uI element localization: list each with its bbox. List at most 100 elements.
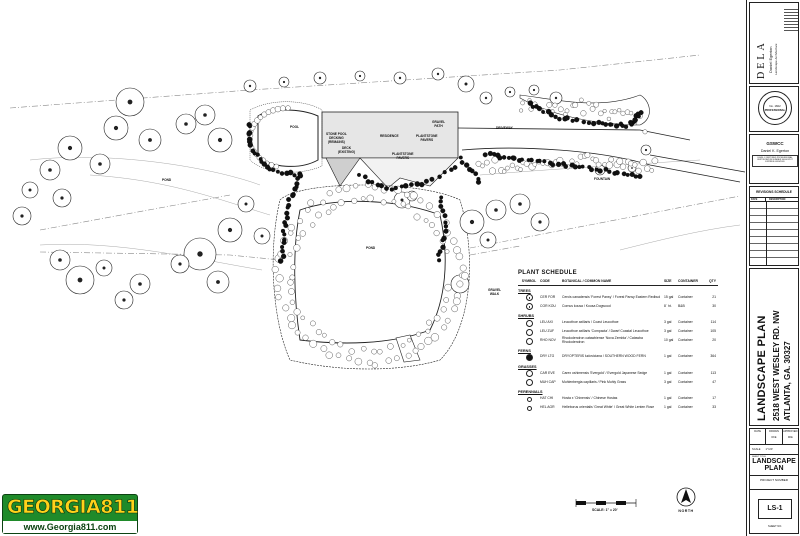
schedule-qty: 47 xyxy=(712,379,716,384)
schedule-code: CAR EVE xyxy=(540,370,555,375)
scale-bar-graphic xyxy=(575,499,637,507)
approved-value: DKE xyxy=(787,436,793,439)
fern xyxy=(282,232,287,237)
revisions-title: REVISIONS SCHEDULE xyxy=(756,190,792,194)
shrub xyxy=(423,218,429,223)
schedule-code: RHO NOV xyxy=(540,338,556,343)
shrub xyxy=(602,108,607,113)
scale-value: 1"=20' xyxy=(765,448,773,451)
fern xyxy=(285,205,290,210)
fern xyxy=(419,181,425,188)
plant-symbol-icon xyxy=(525,370,533,378)
schedule-category: TREES xyxy=(518,288,531,293)
gswcc-name: Daniel K. Egerton xyxy=(760,149,790,153)
shrub xyxy=(409,191,418,200)
schedule-symbol-cell xyxy=(518,396,540,402)
sheet-meta-grid: DATE DRAWN DKE APPROVED DKE xyxy=(750,429,798,445)
shrub xyxy=(288,230,294,236)
schedule-size: 8` ht. xyxy=(664,303,672,308)
deck xyxy=(325,157,361,187)
shrub xyxy=(297,218,303,225)
shrub xyxy=(295,235,301,241)
shrub xyxy=(628,110,634,116)
schedule-botanical-name: Cornus kousa / Kousa Dogwood xyxy=(562,303,611,308)
fern xyxy=(482,152,488,158)
schedule-category: FERNS xyxy=(518,348,531,353)
schedule-category: SHRUBS xyxy=(518,314,535,319)
schedule-size: 1 gal xyxy=(664,396,672,401)
shrub xyxy=(426,319,432,326)
fern xyxy=(384,186,389,191)
tree-trunk-mark xyxy=(282,80,286,84)
shrub xyxy=(455,252,464,261)
fern xyxy=(281,240,287,246)
fern xyxy=(389,187,395,192)
seal-number: No. 1822 xyxy=(769,104,781,108)
schedule-container: Container xyxy=(678,396,693,401)
fern xyxy=(511,155,517,161)
shrub xyxy=(405,203,411,210)
shrub xyxy=(330,204,337,211)
shrub xyxy=(433,211,441,219)
shrub xyxy=(320,345,328,352)
fern xyxy=(261,161,267,167)
plant-symbol-icon xyxy=(526,396,532,402)
fern xyxy=(542,159,547,164)
fern xyxy=(527,100,534,106)
fern xyxy=(287,169,294,176)
schedule-symbol-cell xyxy=(518,294,540,302)
shrub xyxy=(391,199,397,204)
shrub xyxy=(315,329,322,336)
shrub xyxy=(452,297,461,306)
header-botanical: BOTANICAL / COMMON NAME xyxy=(562,278,612,283)
scale-row: SCALE 1"=20' xyxy=(750,445,798,455)
fern xyxy=(621,171,627,177)
shrub xyxy=(393,355,400,362)
fern xyxy=(614,170,620,176)
fern xyxy=(357,172,361,177)
schedule-size: 3 gal xyxy=(664,320,672,325)
georgia811-wordmark: GEORGIA811 xyxy=(7,496,139,519)
shrub xyxy=(552,102,558,108)
shrub xyxy=(579,97,584,103)
shrub xyxy=(417,343,425,350)
north-arrow-icon xyxy=(676,487,696,507)
sheet-title-label: SHEET TITLE xyxy=(752,456,766,458)
fern xyxy=(497,155,503,161)
schedule-qty: 17 xyxy=(712,396,716,401)
fern xyxy=(586,120,592,126)
fern xyxy=(596,119,602,125)
tree-trunk-mark xyxy=(197,251,203,257)
fern xyxy=(280,253,287,260)
tree-trunk-mark xyxy=(494,208,498,212)
plant-symbol-icon xyxy=(525,379,533,387)
shrub xyxy=(366,359,373,366)
schedule-size: 3 gal xyxy=(664,379,672,384)
tree-trunk-mark xyxy=(532,88,536,92)
schedule-container: Container xyxy=(678,354,693,359)
tree-trunk-mark xyxy=(469,219,475,225)
shrub xyxy=(282,304,290,312)
date-label: DATE xyxy=(754,430,762,433)
header-qty: QTY xyxy=(709,278,716,283)
shrub xyxy=(361,346,367,352)
shrub xyxy=(337,199,345,207)
shrub xyxy=(644,165,651,172)
shrub xyxy=(649,168,655,173)
shrub xyxy=(605,161,614,169)
schedule-container: Container xyxy=(678,338,693,343)
schedule-size: 3 gal xyxy=(664,329,672,334)
fern xyxy=(280,248,285,254)
header-symbol: SYMBOL xyxy=(521,278,537,283)
tree-trunk-mark xyxy=(358,74,362,78)
shrub xyxy=(608,156,615,163)
label-pond-center: POND xyxy=(366,246,376,250)
fern xyxy=(443,220,448,225)
shrub xyxy=(400,343,406,348)
shrub xyxy=(619,163,627,170)
fern xyxy=(277,258,284,264)
schedule-size: 1 gal xyxy=(664,370,672,375)
shrub xyxy=(584,152,591,159)
shrub xyxy=(580,110,587,117)
